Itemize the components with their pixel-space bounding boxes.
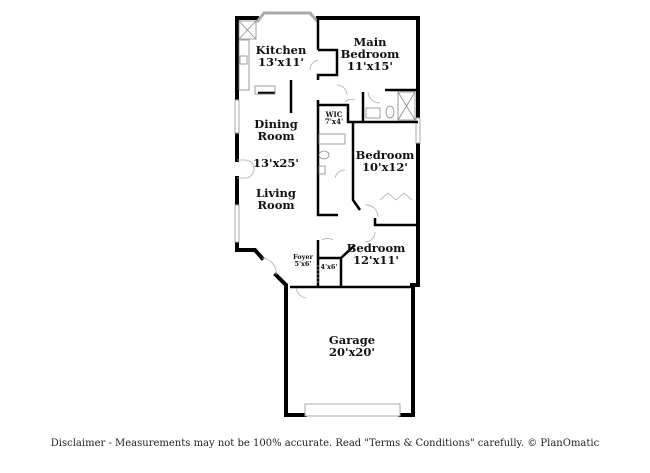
door-swings	[237, 59, 413, 299]
room-name: Dining	[254, 117, 298, 131]
room-name: Bedroom	[355, 148, 415, 162]
room-name: Main	[353, 35, 387, 49]
room-name-line2: Room	[257, 198, 295, 213]
exterior-walls	[235, 16, 420, 417]
room-label-living-room: Living Room	[256, 187, 296, 211]
interior-walls	[258, 18, 418, 289]
room-dimensions: 11'x15'	[347, 59, 393, 74]
room-name: WIC	[325, 110, 343, 119]
room-label-closet: 4'x6'	[321, 264, 338, 271]
room-dimensions: 12'x11'	[353, 253, 399, 268]
room-dimensions: 5'x6'	[294, 259, 312, 268]
room-dimensions: 10'x12'	[362, 160, 408, 175]
fixtures	[238, 20, 416, 175]
room-label-kitchen: Kitchen 13'x11'	[256, 44, 307, 68]
room-label-garage: Garage 20'x20'	[329, 334, 375, 358]
room-name-line2: Room	[257, 129, 295, 144]
windows	[234, 99, 421, 417]
room-dimensions: 7'x4'	[324, 117, 344, 127]
room-name-line2: Bedroom	[340, 47, 400, 62]
room-name: Foyer	[293, 253, 313, 261]
disclaimer-text: Disclaimer - Measurements may not be 100…	[50, 438, 600, 449]
room-dimensions: 13'x11'	[258, 55, 304, 70]
room-label-wic: WIC 7'x4'	[325, 111, 343, 126]
room-label-living-dining-dimensions: 13'x25'	[253, 157, 299, 169]
room-dimensions: 13'x25'	[253, 156, 299, 170]
kitchen-bay-window	[255, 11, 320, 23]
room-dimensions: 20'x20'	[329, 345, 375, 360]
room-name: Garage	[328, 333, 376, 347]
room-label-bedroom-2: Bedroom 10'x12'	[356, 149, 415, 173]
room-name: Kitchen	[255, 43, 307, 57]
room-label-dining-room: Dining Room	[254, 118, 297, 142]
room-label-bedroom-3: Bedroom 12'x11'	[347, 242, 406, 266]
room-name: Living	[256, 186, 296, 200]
room-dimensions: 4'x6'	[320, 263, 338, 271]
room-label-main-bedroom: Main Bedroom 11'x15'	[341, 36, 400, 72]
room-label-foyer: Foyer 5'x6'	[293, 254, 313, 268]
room-name: Bedroom	[346, 241, 406, 255]
